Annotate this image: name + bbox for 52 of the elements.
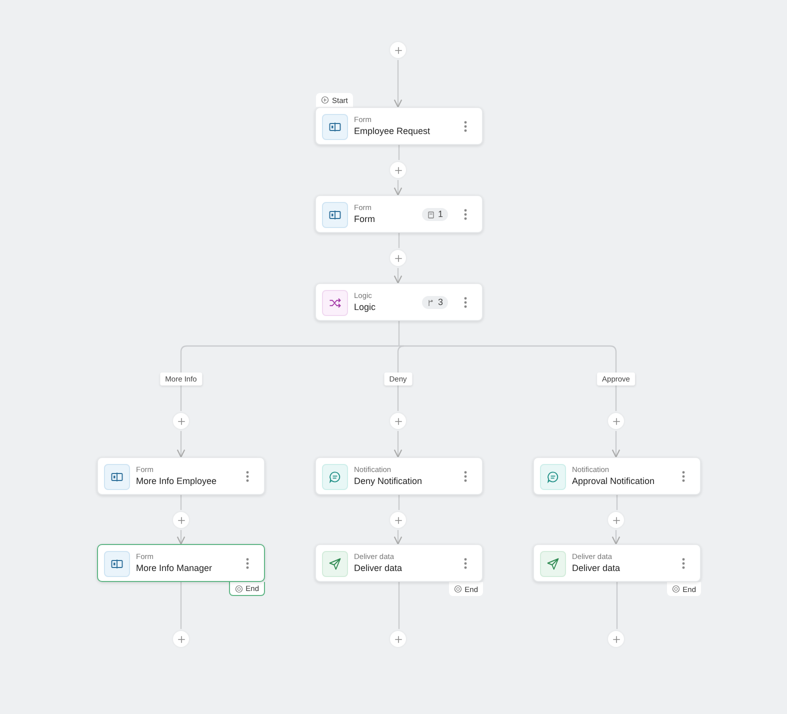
connector-line [180, 582, 182, 629]
connector-line [398, 233, 400, 248]
connector-line [394, 530, 402, 545]
connector-line [394, 60, 402, 108]
connector-line [176, 530, 186, 545]
step-card [315, 195, 483, 233]
connector-line [180, 495, 182, 510]
step-card [315, 544, 483, 582]
step-card [315, 107, 483, 145]
connector-line [612, 530, 620, 545]
connector-line [394, 180, 402, 196]
step-title: Approval Notification [572, 476, 655, 486]
connector-line [612, 431, 620, 458]
step-card [97, 457, 265, 495]
add-step-button [390, 512, 406, 528]
step-title: Employee Request [354, 126, 430, 136]
add-step-button [390, 413, 406, 429]
add-step-button [608, 413, 624, 429]
step-card [315, 457, 483, 495]
connector-line [398, 145, 400, 160]
step-title: Logic [354, 302, 376, 312]
connector-line [398, 582, 400, 629]
step-card [315, 283, 483, 321]
step-card [97, 544, 265, 582]
connector-line [398, 495, 400, 510]
add-step-button [390, 250, 406, 266]
connector-line [180, 345, 398, 411]
connector-line [400, 345, 617, 411]
add-step-button [173, 512, 189, 528]
connector-line [616, 582, 618, 629]
add-step-button [390, 42, 406, 58]
count-badge: 3 [422, 296, 448, 309]
step-title: Deliver data [572, 563, 620, 573]
connector-line [394, 431, 402, 458]
add-step-button [173, 631, 189, 647]
step-card [533, 544, 701, 582]
step-title: More Info Employee [136, 476, 217, 486]
connector-line [616, 495, 618, 510]
step-title: Deliver data [354, 563, 402, 573]
add-step-button [173, 413, 189, 429]
add-step-button [608, 631, 624, 647]
count-badge: 1 [422, 208, 448, 221]
connector-line [176, 431, 186, 458]
step-card [533, 457, 701, 495]
connector-line [398, 321, 400, 346]
add-step-button [608, 512, 624, 528]
step-title: Deny Notification [354, 476, 422, 486]
connector-line [394, 268, 402, 284]
add-step-button [390, 631, 406, 647]
step-title: Form [354, 214, 375, 224]
step-title: More Info Manager [136, 563, 212, 573]
add-step-button [390, 162, 406, 178]
